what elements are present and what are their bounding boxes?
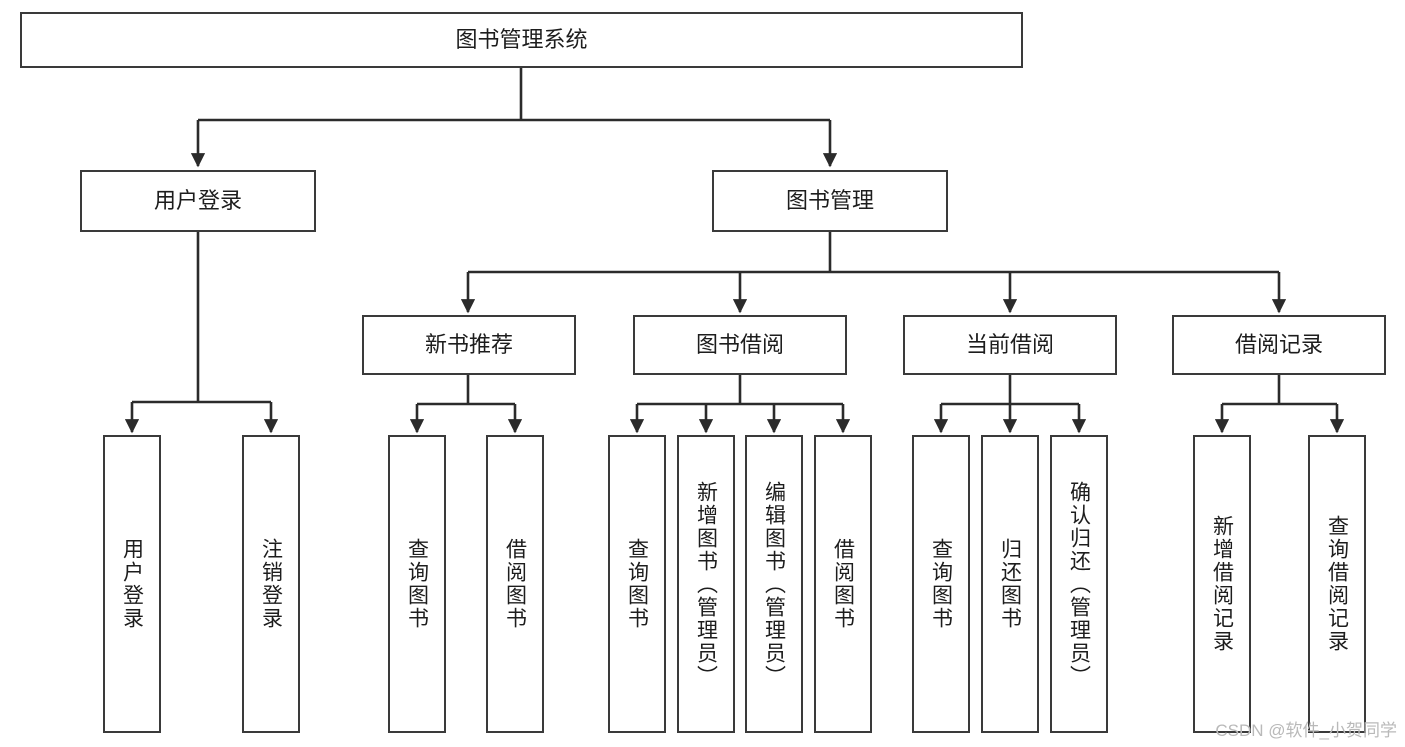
leaf-add-book-admin-label: 新增图书（管理员） [694, 480, 718, 688]
node-book-management[interactable]: 图书管理 [712, 170, 948, 232]
leaf-return-book-label: 归还图书 [998, 538, 1022, 630]
leaf-add-borrow-record[interactable]: 新增借阅记录 [1193, 435, 1251, 733]
node-new-book-recommend-label: 新书推荐 [424, 332, 513, 358]
node-book-management-label: 图书管理 [785, 188, 874, 214]
node-book-borrow[interactable]: 图书借阅 [633, 315, 847, 375]
leaf-borrow-book-recommend[interactable]: 借阅图书 [486, 435, 544, 733]
leaf-query-book-borrow[interactable]: 查询图书 [608, 435, 666, 733]
leaf-user-login[interactable]: 用户登录 [103, 435, 161, 733]
leaf-borrow-book-recommend-label: 借阅图书 [503, 538, 527, 630]
leaf-add-book-admin[interactable]: 新增图书（管理员） [677, 435, 735, 733]
node-user-login[interactable]: 用户登录 [80, 170, 316, 232]
leaf-query-book-recommend-label: 查询图书 [405, 538, 429, 630]
leaf-borrow-book-label: 借阅图书 [831, 538, 855, 630]
node-current-borrow[interactable]: 当前借阅 [903, 315, 1117, 375]
leaf-edit-book-admin[interactable]: 编辑图书（管理员） [745, 435, 803, 733]
leaf-borrow-book[interactable]: 借阅图书 [814, 435, 872, 733]
leaf-query-borrow-record[interactable]: 查询借阅记录 [1308, 435, 1366, 733]
node-borrow-records-label: 借阅记录 [1234, 332, 1323, 358]
leaf-return-book[interactable]: 归还图书 [981, 435, 1039, 733]
csdn-watermark: CSDN @软件_小贺同学 [1215, 721, 1397, 740]
leaf-edit-book-admin-label: 编辑图书（管理员） [762, 480, 786, 688]
leaf-query-book-current-label: 查询图书 [929, 538, 953, 630]
leaf-query-book-recommend[interactable]: 查询图书 [388, 435, 446, 733]
leaf-user-login-label: 用户登录 [120, 538, 144, 630]
node-book-borrow-label: 图书借阅 [695, 332, 784, 358]
leaf-query-book-current[interactable]: 查询图书 [912, 435, 970, 733]
node-current-borrow-label: 当前借阅 [965, 332, 1054, 358]
node-new-book-recommend[interactable]: 新书推荐 [362, 315, 576, 375]
node-user-login-label: 用户登录 [153, 188, 242, 214]
leaf-user-logout-label: 注销登录 [259, 538, 283, 630]
leaf-query-borrow-record-label: 查询借阅记录 [1325, 515, 1349, 653]
node-root-label: 图书管理系统 [455, 27, 588, 53]
leaf-confirm-return-admin[interactable]: 确认归还（管理员） [1050, 435, 1108, 733]
leaf-confirm-return-admin-label: 确认归还（管理员） [1067, 480, 1091, 688]
leaf-add-borrow-record-label: 新增借阅记录 [1210, 515, 1234, 653]
leaf-query-book-borrow-label: 查询图书 [625, 538, 649, 630]
node-borrow-records[interactable]: 借阅记录 [1172, 315, 1386, 375]
node-root[interactable]: 图书管理系统 [20, 12, 1023, 68]
leaf-user-logout[interactable]: 注销登录 [242, 435, 300, 733]
